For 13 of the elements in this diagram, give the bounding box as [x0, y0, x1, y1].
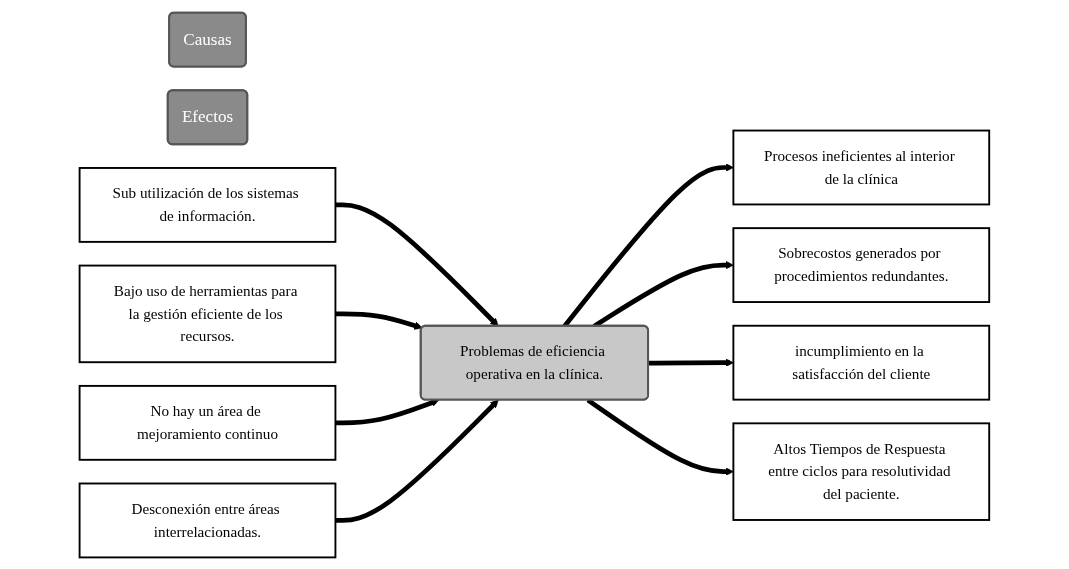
node-box: Procesos ineficientes al interior de la clínica [732, 129, 991, 205]
node-box: Desconexión entre áreas interrelacionadas. [78, 482, 337, 558]
arrow [648, 358, 734, 367]
arrow [335, 202, 499, 327]
node-box: Sub utilización de los sistemas de información. [78, 166, 337, 243]
arrow [335, 311, 423, 330]
node-box: Sobrecostos generados por procedimientos redundantes. [732, 226, 991, 303]
node-box: incumplimiento en la satisfacción del cliente [732, 324, 991, 401]
node-box: Bajo uso de herramientas para la gestión eficiente de los recursos. [78, 264, 337, 363]
node-box: Altos Tiempos de Respuesta entre ciclos para resolutividad del paciente. [732, 421, 991, 521]
arrow [335, 398, 440, 425]
arrow [335, 399, 499, 523]
node-box: No hay un área de mejoramiento continuo [78, 384, 337, 461]
